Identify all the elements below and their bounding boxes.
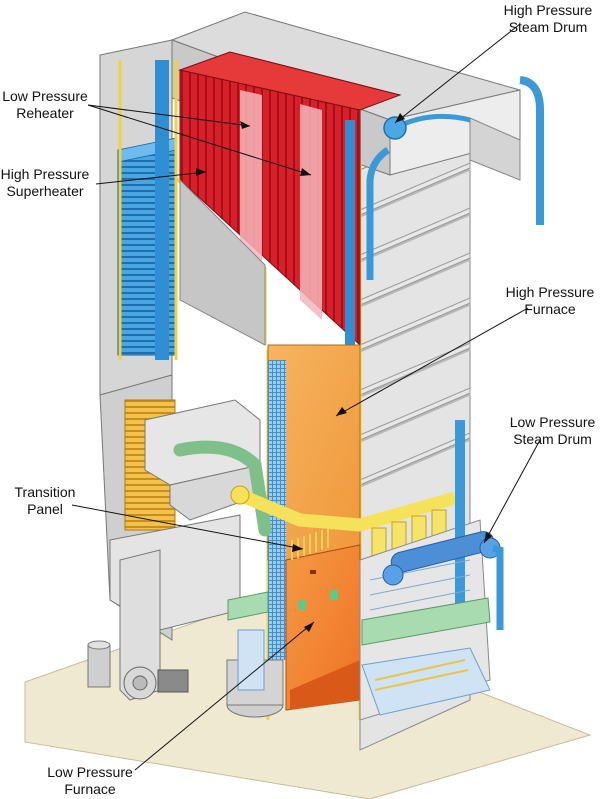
green-duct xyxy=(173,440,272,537)
transition-panel xyxy=(291,528,329,560)
yellow-header-pipe xyxy=(237,489,457,532)
hp-steam-drum xyxy=(366,76,544,280)
green-frame-right xyxy=(361,597,491,646)
storage-tank xyxy=(87,644,111,688)
green-frame-left xyxy=(227,591,269,621)
label-hp-furnace: High Pressure Furnace xyxy=(505,284,595,317)
label-transition-panel: Transition Panel xyxy=(14,484,76,517)
label-hp-superheater: High Pressure Superheater xyxy=(0,166,90,199)
label-lp-steam-drum: Low Pressure Steam Drum xyxy=(509,414,596,447)
lp-steam-drum xyxy=(382,531,504,630)
label-lp-reheater: Low Pressure Reheater xyxy=(2,88,88,121)
leader-lines xyxy=(71,23,541,771)
label-lp-furnace: Low Pressure Furnace xyxy=(47,764,133,797)
label-hp-steam-drum: High Pressure Steam Drum xyxy=(503,2,593,35)
